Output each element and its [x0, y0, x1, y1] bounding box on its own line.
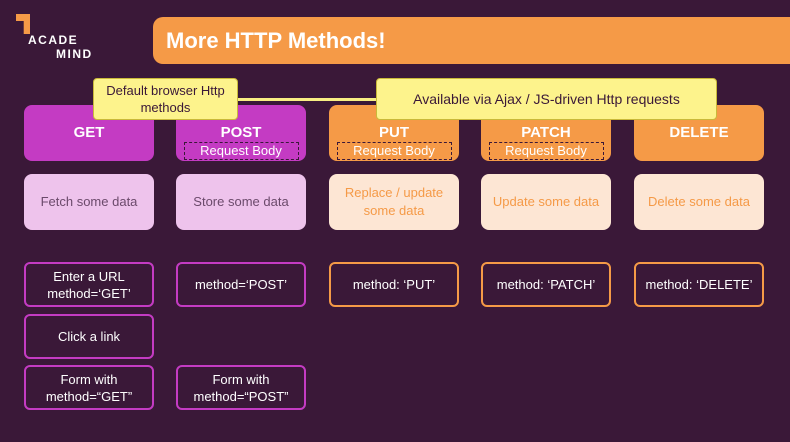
page-title: More HTTP Methods!	[166, 28, 386, 53]
usage-put: method: ‘PUT’	[329, 262, 459, 307]
usage-get-url: Enter a URL method=‘GET’	[24, 262, 154, 307]
note-default-browser: Default browser Http methods	[93, 78, 238, 120]
usage-patch: method: ‘PATCH’	[481, 262, 611, 307]
desc-delete: Delete some data	[634, 174, 764, 230]
title-bar	[153, 17, 790, 64]
usage-get-link: Click a link	[24, 314, 154, 359]
logo-line2: MIND	[56, 47, 93, 61]
usage-post-form: Form with method=“POST”	[176, 365, 306, 410]
usage-delete: method: ‘DELETE’	[634, 262, 764, 307]
note-ajax: Available via Ajax / JS-driven Http requ…	[376, 78, 717, 120]
usage-post-method: method=‘POST’	[176, 262, 306, 307]
request-body-badge: Request Body	[336, 142, 452, 160]
request-body-badge: Request Body	[183, 142, 299, 160]
request-body-badge: Request Body	[488, 142, 604, 160]
method-delete-label: DELETE	[669, 124, 729, 141]
logo-line1: ACADE	[28, 33, 79, 47]
logo: ACADE MIND	[28, 33, 93, 61]
note-connector	[238, 98, 378, 101]
desc-post: Store some data	[176, 174, 306, 230]
method-patch-label: PATCH	[521, 124, 571, 141]
usage-get-form: Form with method=“GET”	[24, 365, 154, 410]
method-get-label: GET	[73, 124, 105, 141]
desc-patch: Update some data	[481, 174, 611, 230]
desc-get: Fetch some data	[24, 174, 154, 230]
desc-put: Replace / update some data	[329, 174, 459, 230]
method-put-label: PUT	[379, 124, 409, 141]
method-post-label: POST	[220, 124, 262, 141]
logo-mark-icon	[16, 14, 30, 34]
